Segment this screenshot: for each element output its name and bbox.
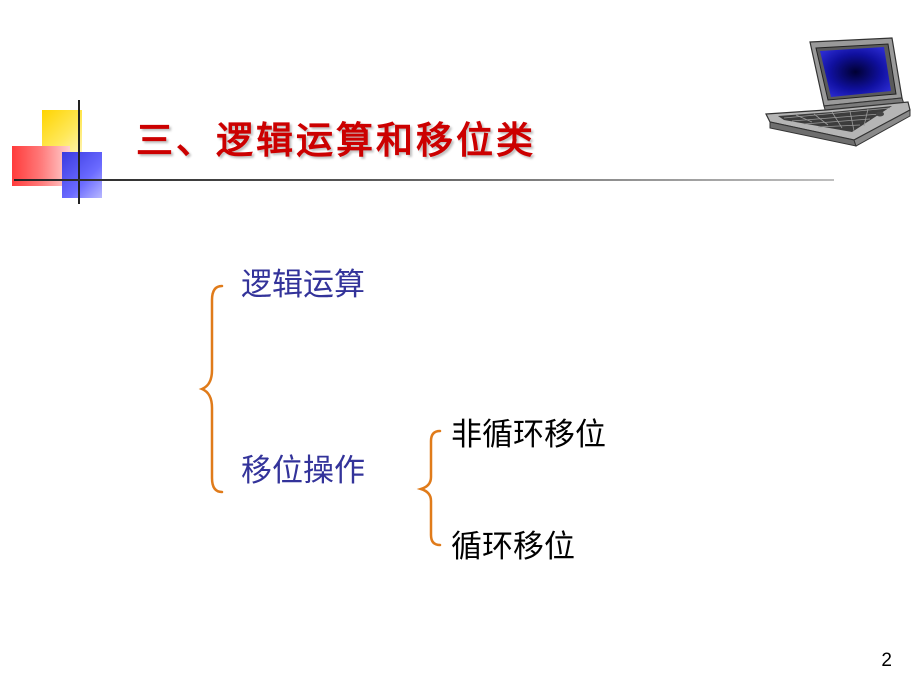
outer-brace [198, 284, 224, 494]
page-number: 2 [881, 650, 892, 671]
title-underline [14, 179, 834, 181]
inner-brace [416, 429, 442, 547]
decorative-yellow-square [42, 110, 82, 152]
tree-item-circular-shift: 循环移位 [451, 529, 575, 565]
decorative-blue-square [62, 152, 102, 198]
tree-item-non-circular-shift: 非循环移位 [451, 417, 606, 453]
decorative-vertical-line [78, 100, 80, 204]
tree-item-logic-operation: 逻辑运算 [241, 267, 365, 303]
slide-title: 三、逻辑运算和移位类 [136, 119, 536, 162]
tree-item-shift-operation: 移位操作 [241, 453, 365, 489]
laptop-icon [765, 37, 911, 147]
